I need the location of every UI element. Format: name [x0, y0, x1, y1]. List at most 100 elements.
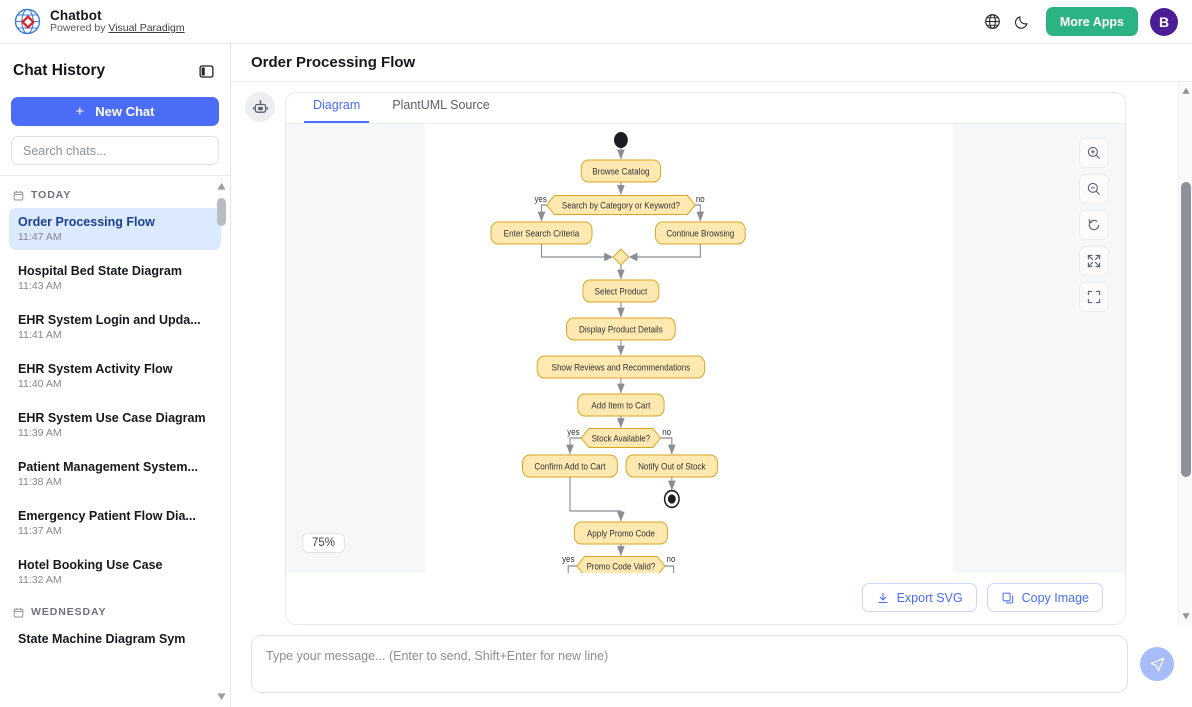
diagram-edge — [537, 204, 547, 222]
chat-item-time: 11:32 AM — [18, 574, 62, 586]
export-svg-button[interactable]: Export SVG — [861, 583, 977, 612]
robot-icon — [252, 99, 268, 113]
main-scrollbar[interactable] — [1178, 82, 1192, 625]
bot-avatar-button[interactable] — [245, 92, 275, 122]
main-header: Order Processing Flow — [231, 44, 1192, 82]
diagram-text: no — [696, 193, 705, 204]
chat-history-item[interactable]: Emergency Patient Flow Dia...11:37 AM — [9, 502, 221, 544]
fit-screen-icon — [1087, 290, 1101, 304]
chat-item-title: Patient Management System... — [18, 460, 198, 474]
zoom-in-icon — [1087, 146, 1100, 159]
fit-screen-button[interactable] — [1079, 282, 1109, 312]
chat-group-label-text: TODAY — [31, 189, 72, 201]
sidebar-scrollbar-thumb[interactable] — [217, 198, 226, 226]
diagram-text: Notify Out of Stock — [638, 461, 706, 472]
chat-item-time: 11:40 AM — [18, 378, 62, 390]
diagram-toolbar — [1079, 138, 1109, 312]
chat-history-item[interactable]: Patient Management System... 11:38 AM — [9, 453, 221, 495]
diagram-text: Apply Promo Code — [587, 528, 655, 539]
body: Chat History + New Chat TODAY — [0, 44, 1192, 707]
chat-item-title: EHR System Use Case Diagram — [18, 411, 206, 425]
chat-item-time: 11:37 AM — [18, 525, 62, 537]
diagram-text: Enter Search Criteria — [504, 228, 580, 239]
send-button[interactable] — [1140, 647, 1174, 681]
user-avatar[interactable]: B — [1150, 7, 1178, 36]
diagram-edge — [540, 244, 613, 262]
scroll-up-arrow-icon — [1182, 87, 1190, 94]
sidebar-header: Chat History — [0, 53, 230, 89]
final-node-inner — [667, 494, 676, 504]
tab-plantuml-source[interactable]: PlantUML Source — [392, 98, 490, 112]
calendar-icon — [13, 190, 24, 200]
diagram-edge — [629, 244, 701, 262]
chat-history-item[interactable]: State Machine Diagram Sym — [9, 625, 221, 653]
chat-item-time: 11:41 AM — [18, 329, 62, 341]
sidebar-title: Chat History — [13, 62, 106, 79]
theme-toggle-button[interactable] — [1008, 7, 1038, 37]
diagram-text: Select Product — [595, 286, 648, 297]
diagram-text: Promo Code Valid? — [586, 561, 655, 572]
chat-group-label: WEDNESDAY — [9, 600, 221, 625]
globe-icon — [985, 14, 1001, 29]
copy-image-button[interactable]: Copy Image — [986, 583, 1103, 612]
diagram-edge — [695, 204, 705, 222]
moon-icon — [1015, 16, 1028, 29]
new-chat-label: New Chat — [95, 104, 155, 119]
brand: Chatbot Powered by Visual Paradigm — [14, 8, 185, 35]
more-apps-button[interactable]: More Apps — [1045, 7, 1138, 36]
main-scrollbar-thumb[interactable] — [1181, 182, 1191, 477]
sidebar-scrollbar[interactable] — [215, 176, 228, 707]
action-label: Export SVG — [896, 590, 963, 605]
reset-icon — [1088, 219, 1100, 231]
search-input[interactable] — [11, 136, 219, 165]
action-label: Copy Image — [1021, 590, 1089, 605]
diagram-text: Show Reviews and Recommendations — [552, 362, 691, 373]
diagram-text: Add Item to Cart — [591, 400, 650, 411]
new-chat-button[interactable]: + New Chat — [11, 97, 219, 126]
expand-button[interactable] — [1079, 246, 1109, 276]
diagram-text: yes — [562, 553, 574, 564]
powered-by: Powered by Visual Paradigm — [50, 22, 185, 35]
copy-icon — [1002, 592, 1013, 603]
message-composer — [231, 625, 1192, 707]
tab-diagram[interactable]: Diagram — [304, 93, 370, 123]
chat-item-title: State Machine Diagram Sym — [18, 632, 186, 646]
chat-item-time: 11:43 AM — [18, 280, 62, 292]
chat-item-title: EHR System Login and Upda... — [18, 313, 201, 327]
card-tabs: Diagram PlantUML Source — [286, 93, 1125, 124]
reset-view-button[interactable] — [1079, 210, 1109, 240]
diagram-text: Continue Browsing — [666, 228, 734, 239]
visual-paradigm-link[interactable]: Visual Paradigm — [108, 22, 185, 35]
card-actions: Export SVG Copy Image — [286, 573, 1125, 624]
chat-group-label-text: WEDNESDAY — [31, 606, 107, 618]
scroll-down-arrow-icon — [1182, 613, 1190, 620]
language-button[interactable] — [978, 7, 1008, 37]
chat-history-item[interactable]: EHR System Login and Upda... 11:41 AM — [9, 306, 221, 348]
sidebar-collapse-button[interactable] — [195, 60, 217, 82]
chat-item-time: 11:47 AM — [18, 231, 62, 243]
start-node — [614, 132, 628, 148]
chat-item-time: 11:38 AM — [18, 476, 62, 488]
zoom-out-button[interactable] — [1079, 174, 1109, 204]
diagram-edge — [566, 437, 582, 455]
diagram-text: Browse Catalog — [592, 166, 649, 177]
diagram-edge — [664, 565, 675, 573]
main-panel: Order Processing Flow — [231, 44, 1192, 707]
zoom-level-badge: 75% — [302, 533, 346, 553]
expand-icon — [1087, 254, 1101, 268]
message-input[interactable] — [251, 635, 1128, 693]
diagram-edge — [660, 437, 676, 455]
zoom-in-button[interactable] — [1079, 138, 1109, 168]
